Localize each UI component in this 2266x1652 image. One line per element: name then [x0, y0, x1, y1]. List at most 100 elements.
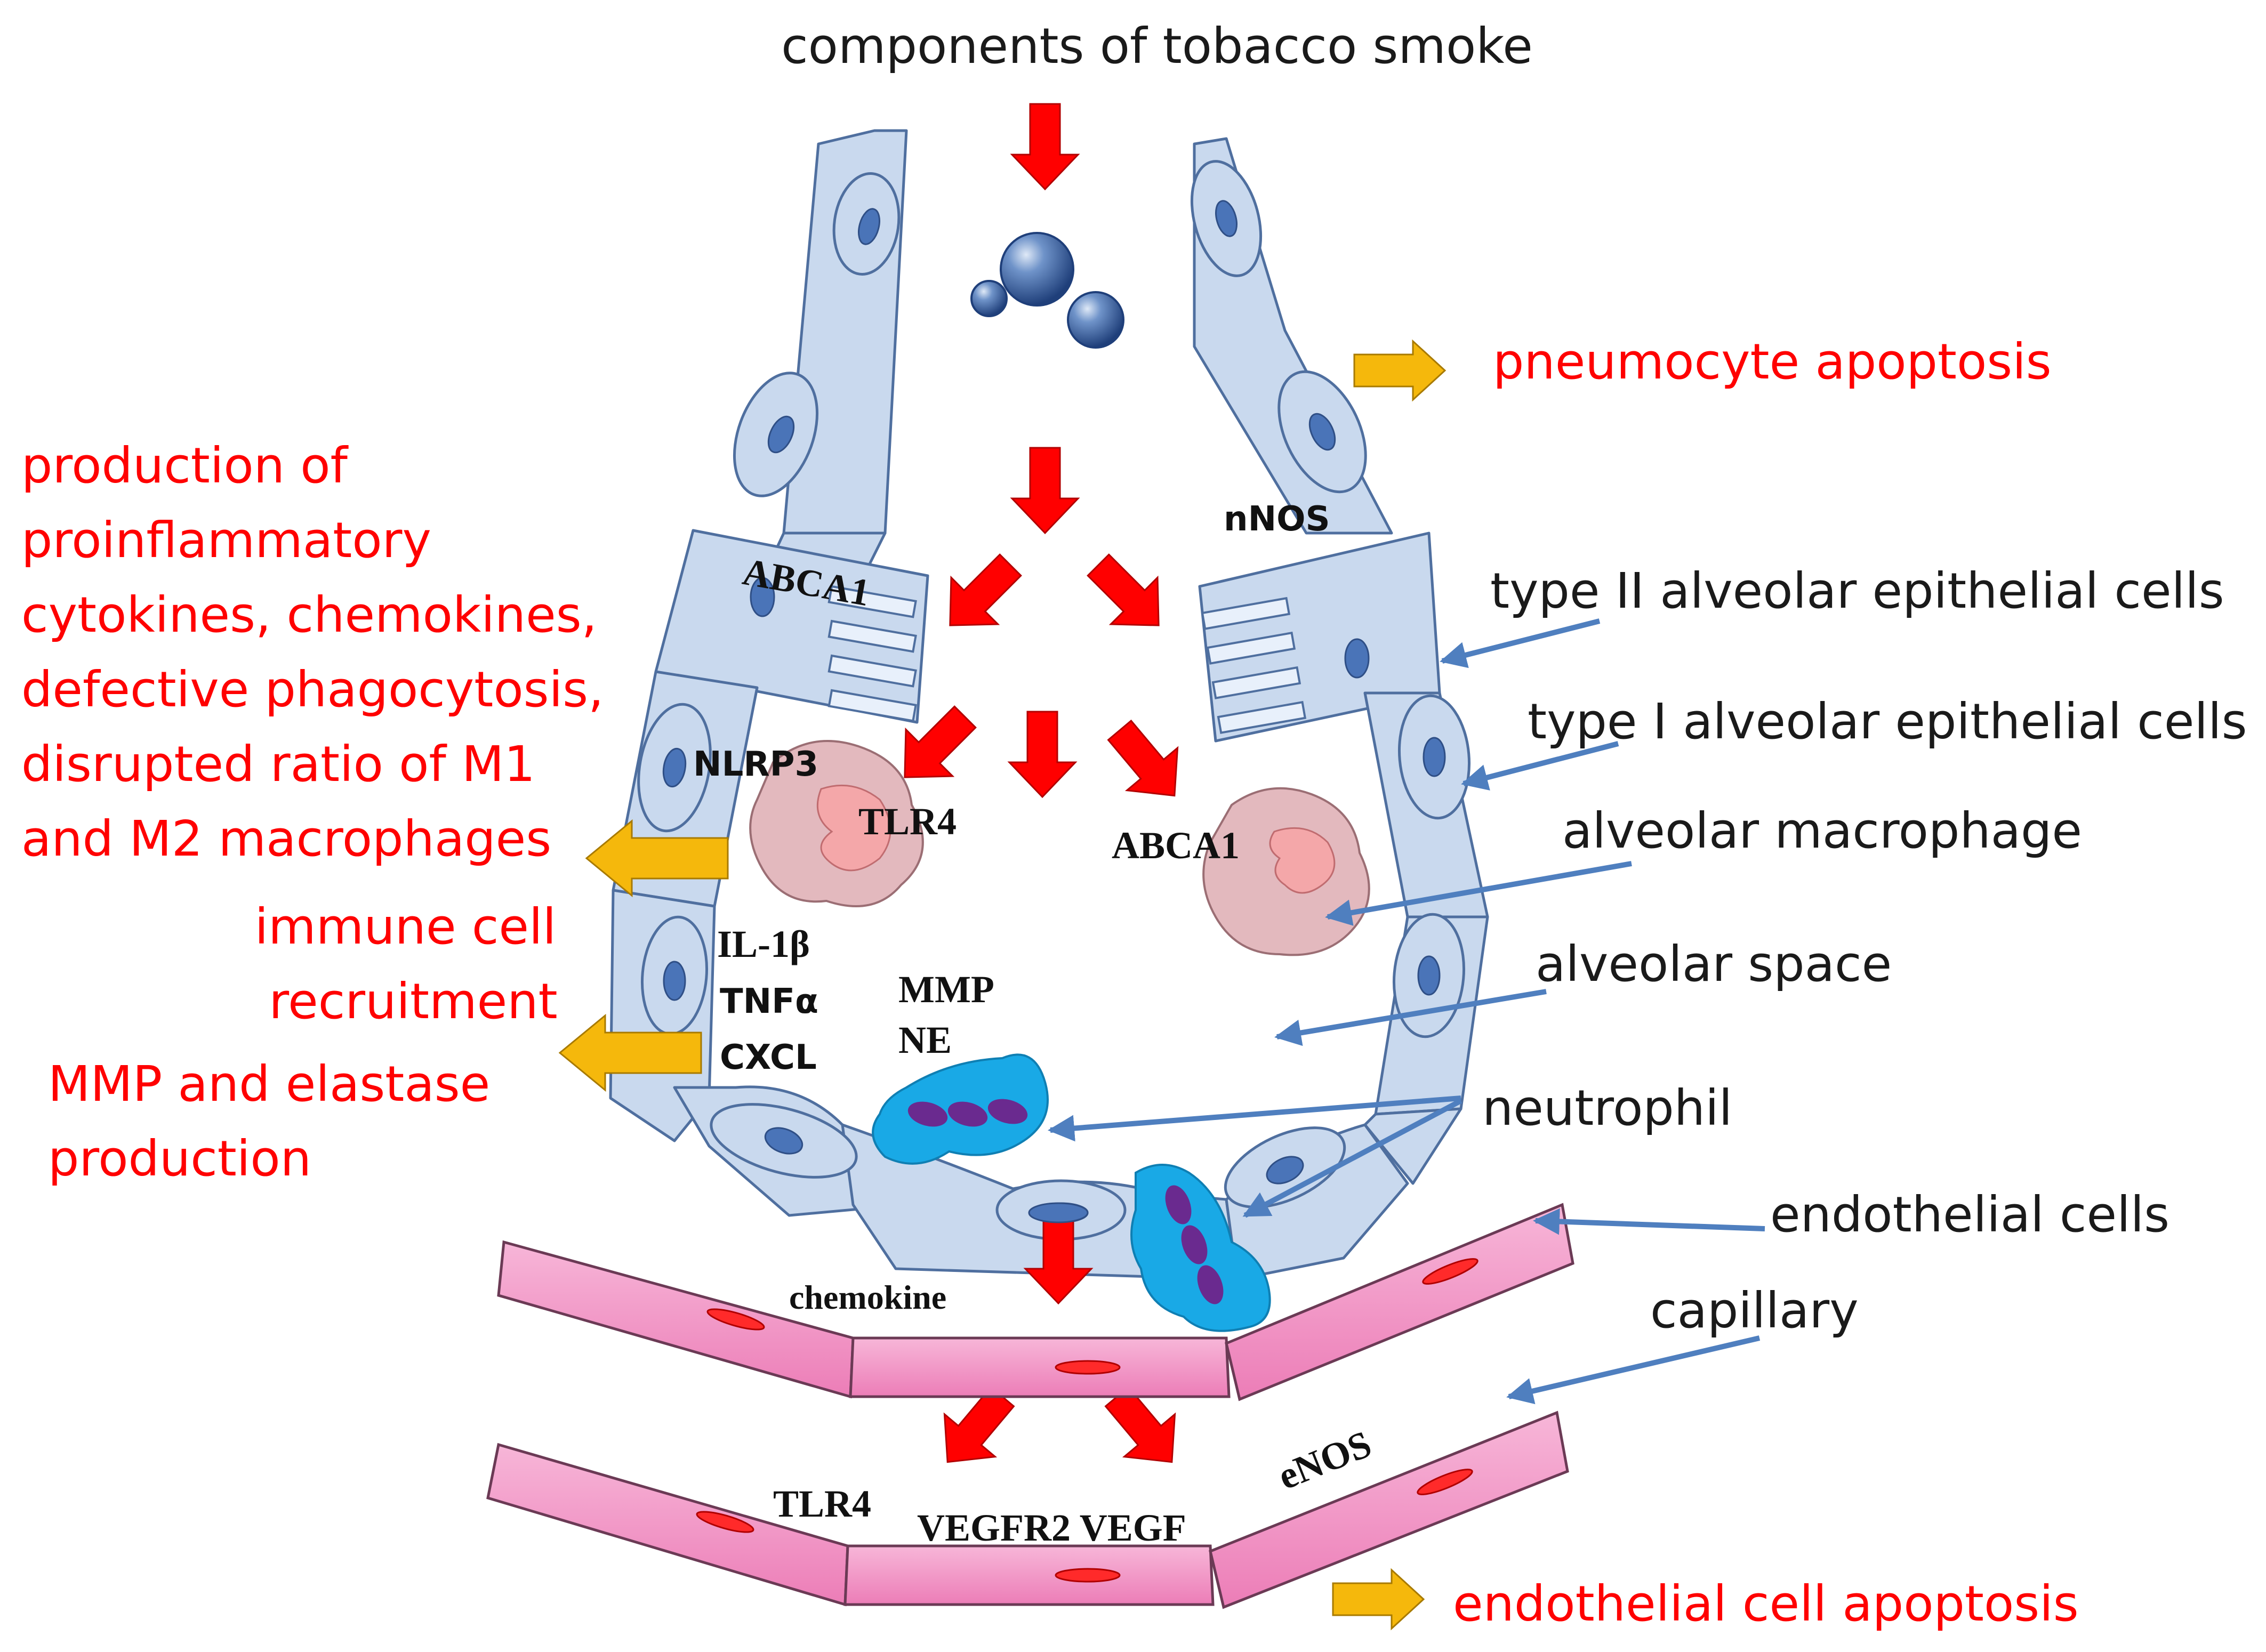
neutrophil-icon — [872, 1053, 1271, 1332]
microvillus — [1217, 700, 1307, 734]
macrophage-left-core — [816, 784, 891, 872]
nucleus — [662, 747, 687, 788]
molecule-tnfa: TNFα — [720, 982, 818, 1021]
molecule-nlrp3: NLRP3 — [693, 745, 818, 784]
molecule-tlr4-endothelial: TLR4 — [773, 1482, 871, 1525]
yellow-arrow-icon — [1332, 1568, 1425, 1631]
nucleus — [1423, 737, 1446, 777]
effect-line: production of — [21, 437, 349, 494]
neutrophil-nucleus — [907, 1101, 948, 1127]
effect-line: immune cell — [255, 898, 557, 955]
yellow-arrow-icon — [558, 1013, 702, 1092]
microvillus — [1201, 597, 1291, 630]
molecule-il1b: IL-1β — [717, 923, 810, 965]
effect-proinflammatory-production: production of proinflammatory cytokines,… — [21, 437, 620, 867]
effect-line: recruitment — [269, 973, 557, 1030]
label-capillary: capillary — [1650, 1282, 1859, 1339]
molecule-chemokine: chemokine — [789, 1278, 946, 1316]
label-type2-cells: type II alveolar epithelial cells — [1490, 562, 2224, 619]
smoke-particle — [970, 280, 1008, 317]
red-arrow-icon — [1023, 1217, 1094, 1305]
macrophage-right-core — [1269, 827, 1336, 894]
yellow-arrow-icon — [1353, 339, 1447, 402]
endothelial-cell — [849, 1336, 1231, 1398]
effect-pneumocyte-apoptosis: pneumocyte apoptosis — [1493, 333, 2052, 390]
endothelial-nucleus — [1417, 1469, 1473, 1495]
pointer-arrow-icon — [1506, 1335, 1761, 1405]
microvillus — [1211, 666, 1301, 699]
molecule-labels: nNOS ABCA1 NLRP3 TLR4 ABCA1 IL-1β TNFα C… — [693, 499, 1377, 1549]
endothelial-nucleus — [706, 1308, 765, 1331]
pointer-arrow-icon — [1242, 1098, 1463, 1218]
pointer-arrow-icon — [1274, 989, 1547, 1046]
effect-line: cytokines, chemokines, — [21, 586, 597, 643]
red-arrow-icon — [904, 705, 977, 778]
red-arrow-icon — [949, 553, 1022, 626]
endothelial-cell — [1209, 1411, 1569, 1609]
endothelial-cell — [497, 1240, 855, 1399]
pointer-arrow-icon — [1440, 618, 1601, 668]
nucleus — [1215, 200, 1238, 237]
microvilli — [827, 585, 1307, 734]
molecule-cxcl: CXCL — [720, 1038, 817, 1077]
nucleus — [767, 415, 795, 454]
nucleus — [1417, 955, 1441, 996]
red-arrow-icon — [1087, 553, 1160, 626]
endothelial-nuclei — [696, 1258, 1478, 1583]
effect-line: disrupted ratio of M1 — [21, 736, 535, 793]
basement-nucleus — [1028, 1202, 1089, 1223]
nucleus — [858, 208, 880, 245]
yellow-arrow-icon — [585, 819, 729, 898]
endothelial-cell — [843, 1544, 1215, 1606]
red-arrow-icon — [1010, 103, 1080, 191]
pointer-arrow-icon — [1461, 741, 1619, 791]
nucleus — [1308, 413, 1336, 451]
neutrophil-nucleus — [1181, 1225, 1208, 1264]
microvillus — [827, 585, 917, 618]
structure-labels: type II alveolar epithelial cells type I… — [1482, 562, 2247, 1339]
effect-endothelial-apoptosis: endothelial cell apoptosis — [1453, 1575, 2079, 1632]
capillary-endothelium — [486, 1203, 1574, 1609]
microvillus — [827, 619, 917, 653]
endothelial-nucleus — [696, 1511, 754, 1533]
molecule-ne: NE — [898, 1019, 952, 1061]
label-endothelial-cells: endothelial cells — [1770, 1186, 2169, 1243]
effect-mmp-elastase: MMP and elastase production — [48, 1055, 506, 1187]
nucleus — [764, 1127, 803, 1155]
microvillus — [1206, 631, 1296, 665]
molecule-nnos: nNOS — [1224, 499, 1330, 539]
diagram-title: components of tobacco smoke — [781, 18, 1533, 75]
red-arrow-icon — [943, 1385, 1015, 1463]
effect-immune-recruitment: immune cell recruitment — [255, 898, 572, 1030]
molecule-enos: eNOS — [1272, 1422, 1377, 1498]
neutrophil-nucleus — [947, 1101, 988, 1127]
endothelial-nucleus — [1422, 1258, 1478, 1285]
red-arrow-icon — [1010, 447, 1080, 535]
endothelial-nucleus — [1055, 1360, 1121, 1375]
effect-line: defective phagocytosis, — [21, 661, 604, 718]
nucleus — [1266, 1156, 1304, 1184]
pointer-arrow-icon — [1325, 861, 1632, 926]
molecule-abca1-right: ABCA1 — [1112, 824, 1240, 867]
effect-line: production — [48, 1130, 311, 1187]
nucleus — [1344, 638, 1370, 679]
microvillus — [827, 654, 917, 688]
red-arrows — [904, 103, 1179, 1463]
effect-line: MMP and elastase — [48, 1055, 490, 1113]
neutrophil-nucleus — [1197, 1265, 1224, 1304]
label-alveolar-macrophage: alveolar macrophage — [1562, 802, 2082, 859]
type1-cell — [1363, 1107, 1463, 1185]
endothelial-cell — [1225, 1203, 1574, 1401]
effect-line: proinflammatory — [21, 512, 431, 569]
yellow-arrows — [558, 339, 1447, 1631]
red-arrow-icon — [1007, 711, 1078, 799]
endothelial-nucleus — [1055, 1568, 1121, 1583]
smoke-particle — [1000, 232, 1074, 307]
label-type1-cells: type I alveolar epithelial cells — [1528, 693, 2247, 750]
nucleus — [663, 961, 686, 1001]
microvillus — [827, 689, 917, 722]
effect-line: and M2 macrophages — [21, 810, 551, 867]
pointer-arrow-icon — [1048, 1095, 1461, 1142]
label-alveolar-space: alveolar space — [1536, 936, 1892, 993]
